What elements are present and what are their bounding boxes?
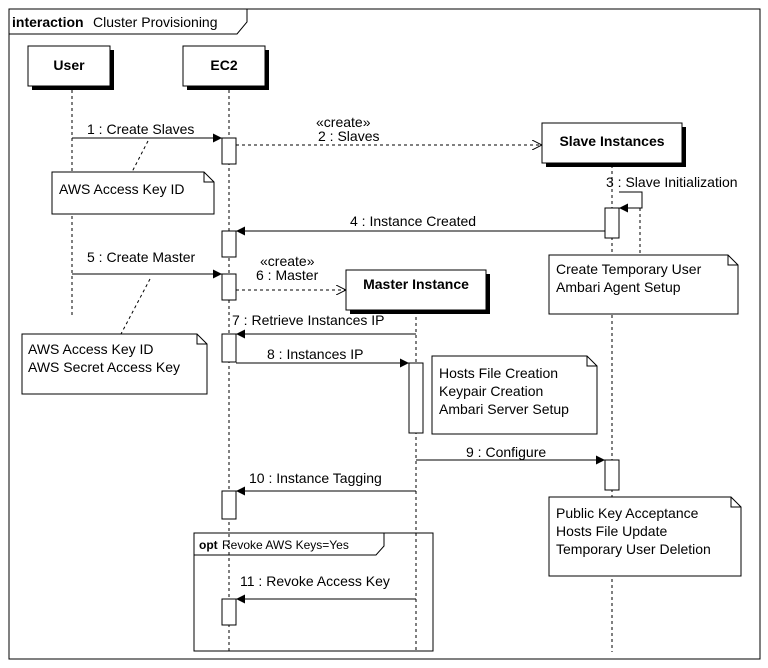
message-label: 4 : Instance Created [350, 213, 476, 229]
opt-fragment: opt Revoke AWS Keys=Yes [193, 532, 434, 652]
note-aws-credentials: AWS Access Key ID AWS Secret Access Key [21, 333, 208, 395]
frame-title: Cluster Provisioning [93, 14, 218, 30]
note-line: Ambari Server Setup [439, 401, 569, 417]
note-line: AWS Secret Access Key [28, 359, 180, 375]
message-label: 8 : Instances IP [267, 346, 364, 362]
note-line: AWS Access Key ID [59, 181, 185, 197]
note-line: Temporary User Deletion [556, 541, 711, 557]
master-activation [408, 362, 424, 434]
master-lifeline-head: Master Instance [345, 269, 490, 314]
ec2-activation [221, 273, 237, 301]
message-stereotype: «create» [316, 114, 371, 130]
slave-activation [604, 207, 620, 239]
ec2-activation [221, 230, 237, 258]
ec2-activation [221, 490, 237, 520]
note-aws-key: AWS Access Key ID [51, 171, 215, 215]
message-label: 6 : Master [256, 267, 319, 283]
slave-label: Slave Instances [559, 133, 664, 149]
note-line: Ambari Agent Setup [556, 279, 681, 295]
slave-lifeline-head: Slave Instances [541, 122, 686, 167]
ec2-label: EC2 [210, 57, 237, 73]
note-master-setup: Hosts File Creation Keypair Creation Amb… [431, 355, 598, 435]
note-line: Public Key Acceptance [556, 505, 699, 521]
note-slave-setup: Create Temporary User Ambari Agent Setup [548, 254, 739, 315]
ec2-activation [221, 333, 237, 363]
frame-keyword: interaction [12, 14, 84, 30]
ec2-activation [221, 137, 237, 165]
interaction-frame: interaction Cluster Provisioning [8, 8, 761, 660]
fragment-operator: opt [199, 538, 218, 552]
ec2-activation [221, 598, 237, 626]
master-label: Master Instance [363, 276, 469, 292]
note-line: Hosts File Creation [439, 365, 558, 381]
message-stereotype: «create» [260, 253, 315, 269]
self-message-arrow [619, 191, 643, 213]
message-label: 5 : Create Master [87, 249, 195, 265]
note-line: Hosts File Update [556, 523, 667, 539]
message-label: 3 : Slave Initialization [606, 174, 738, 190]
message-label: 9 : Configure [466, 444, 546, 460]
note-slave-configure: Public Key Acceptance Hosts File Update … [548, 496, 742, 577]
note-line: Keypair Creation [439, 383, 543, 399]
message-label: 10 : Instance Tagging [249, 470, 382, 486]
message-label: 1 : Create Slaves [87, 121, 194, 137]
note-line: AWS Access Key ID [28, 341, 154, 357]
slave-activation [604, 459, 620, 491]
fragment-guard: Revoke AWS Keys=Yes [222, 538, 349, 552]
message-label: 11 : Revoke Access Key [240, 573, 390, 589]
ec2-lifeline-head: EC2 [182, 45, 269, 90]
note-anchor [131, 140, 149, 173]
user-label: User [53, 57, 85, 73]
note-line: Create Temporary User [556, 261, 702, 277]
message-label: 2 : Slaves [318, 128, 379, 144]
message-label: 7 : Retrieve Instances IP [232, 312, 385, 328]
note-anchor [120, 278, 151, 335]
user-lifeline-head: User [27, 45, 114, 90]
